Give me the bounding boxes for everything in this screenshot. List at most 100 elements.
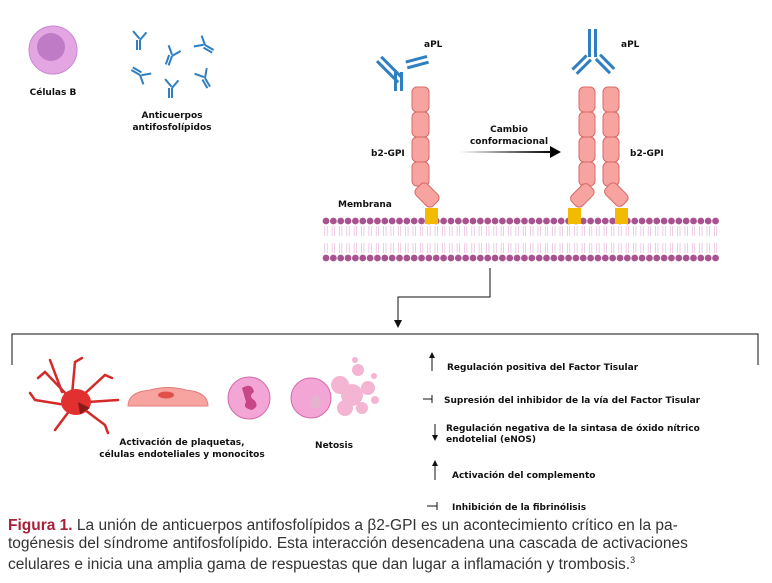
lipid-head (418, 217, 425, 225)
lipid-head (712, 217, 719, 225)
connector-arrow (394, 268, 491, 328)
lipid-head (609, 217, 617, 225)
effect-item-4: Activación del complemento (452, 470, 595, 481)
lipid-head (668, 254, 675, 262)
lipid-head (329, 217, 337, 225)
lipid-head (543, 254, 550, 262)
lipid-head (682, 254, 690, 262)
lipid-head (403, 217, 411, 225)
lipid-head (521, 217, 528, 225)
conformational-change-arrow (460, 151, 552, 153)
lipid-head (499, 254, 506, 262)
effect-item-3-line-2: endotelial (eNOS) (446, 435, 536, 445)
lipid-head (557, 254, 565, 262)
lipid-head (366, 254, 374, 262)
monocyte-icon (227, 376, 271, 420)
lipid-head (557, 217, 565, 225)
cells-activation-label-1: Activación de plaquetas, (119, 437, 244, 448)
lipid-head (682, 217, 690, 225)
lipid-head (631, 254, 639, 262)
inhibit-icon (423, 395, 433, 403)
lipid-head (623, 254, 631, 262)
netosis-icon (290, 357, 379, 419)
lipid-head (616, 254, 624, 262)
lipid-head (653, 254, 661, 262)
lipid-head (388, 217, 396, 225)
lipid-head (388, 254, 396, 262)
lipid-head (528, 217, 536, 225)
lipid-head (704, 254, 712, 262)
lipid-head (499, 217, 506, 225)
cell-membrane (322, 217, 719, 262)
lipid-head (506, 254, 514, 262)
lipid-head (543, 217, 550, 225)
anchor-left (425, 208, 438, 224)
lipid-head (675, 217, 683, 225)
lipid-head (550, 254, 558, 262)
lipid-head (425, 254, 433, 262)
lipid-head (322, 217, 330, 225)
apl-antibody-left (375, 54, 429, 91)
apl-antibody-right (571, 29, 616, 75)
lipid-head (579, 254, 587, 262)
lipid-head (432, 254, 440, 262)
antibodies-icon (127, 30, 218, 98)
lipid-head (454, 217, 462, 225)
lipid-head (660, 217, 668, 225)
lipid-head (359, 217, 367, 225)
lipid-head (476, 217, 484, 225)
caption-reference: 3 (630, 555, 636, 565)
lipid-head (322, 254, 330, 262)
lipid-head (469, 254, 477, 262)
lipid-head (513, 217, 521, 225)
lipid-head (535, 254, 543, 262)
lipid-head (653, 217, 661, 225)
lipid-head (638, 217, 646, 225)
antibodies-label-1: Anticuerpos (141, 111, 202, 121)
lipid-head (381, 217, 389, 225)
lipid-head (396, 254, 403, 262)
lipid-head (513, 254, 521, 262)
lipid-head (579, 217, 587, 225)
inhibit-icon (427, 502, 438, 510)
lipid-head (646, 254, 653, 262)
caption-line-2: togénesis del síndrome antifosfolípido. … (8, 534, 688, 552)
lipid-head (550, 217, 558, 225)
b2gpi-right (570, 86, 629, 208)
lipid-head (440, 217, 447, 225)
lipid-head (631, 217, 639, 225)
lipid-head (403, 254, 411, 262)
b2gpi-label-left: b2-GPI (371, 149, 405, 159)
b2gpi-left (411, 86, 440, 208)
lipid-head (447, 254, 455, 262)
lipid-head (638, 254, 646, 262)
lipid-head (418, 254, 425, 262)
lipid-head (668, 217, 675, 225)
lipid-head (521, 254, 528, 262)
lipid-head (447, 217, 455, 225)
anchor-right-2 (615, 208, 628, 224)
lipid-head (697, 254, 705, 262)
lipid-head (690, 217, 697, 225)
anchor-right-1 (568, 208, 581, 224)
lipid-head (410, 254, 418, 262)
lipid-head (344, 254, 352, 262)
up-arrow-icon (429, 352, 435, 371)
lipid-head (469, 217, 477, 225)
lipid-head (462, 254, 470, 262)
lipid-head (601, 217, 609, 225)
lipid-head (594, 254, 602, 262)
change-label-2: conformacional (470, 137, 548, 147)
effect-item-2: Supresión del inhibidor de la vía del Fa… (444, 395, 701, 406)
down-arrow-icon (432, 424, 438, 441)
lipid-head (374, 254, 381, 262)
apl-label-right: aPL (621, 40, 640, 50)
lipid-head (352, 254, 359, 262)
lipid-head (366, 217, 374, 225)
caption-line-3: celulares e inicia una amplia gama de re… (8, 556, 631, 574)
lipid-head (587, 254, 594, 262)
b-cell-icon (28, 25, 78, 75)
apl-label-left: aPL (424, 40, 443, 50)
lipid-head (484, 254, 492, 262)
